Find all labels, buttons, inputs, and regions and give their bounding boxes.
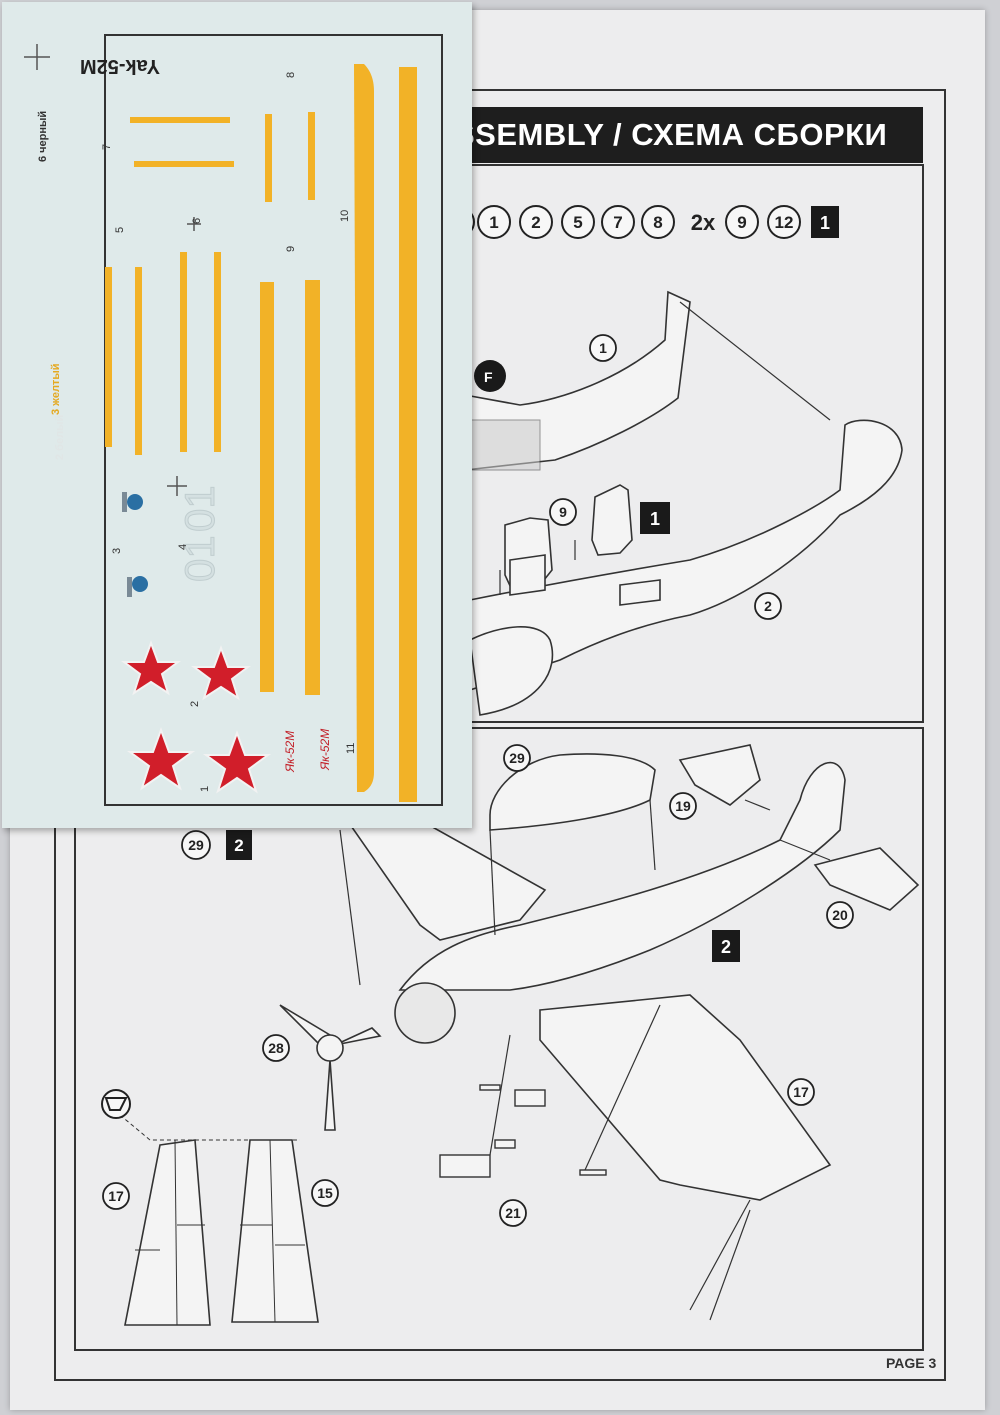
part-label: 12	[775, 213, 794, 232]
decal-number: 6	[191, 218, 203, 224]
paint-icon	[474, 360, 506, 392]
step2-inline-number: 2	[721, 937, 731, 957]
red-star-decals	[121, 640, 272, 794]
part-label: 1	[489, 213, 498, 232]
decal-sheet: 01 01 Як-52М Як-52М 1 2 3 4 5	[2, 2, 472, 828]
step1-inline-number: 1	[650, 509, 660, 529]
callout-label: 9	[559, 504, 567, 520]
part-label: 5	[573, 213, 582, 232]
logo-decals	[122, 492, 148, 597]
assembly-title-banner: SSEMBLY / СХЕМА СБОРКИ	[440, 107, 923, 163]
step2-inline-box	[712, 930, 740, 962]
decal-number: 11	[345, 743, 357, 754]
legend-black: 6 черный	[37, 111, 49, 162]
decal-number: 3	[111, 548, 123, 554]
step1-number: 1	[820, 213, 830, 233]
callout-label: 17	[793, 1084, 809, 1100]
seats-drawing	[504, 484, 661, 606]
callout-label: 29	[188, 837, 204, 853]
yellow-stripes	[105, 64, 417, 802]
type-marking-decal: Як-52М	[283, 731, 297, 773]
callout-label: 29	[509, 750, 525, 766]
decal-number: 5	[114, 227, 126, 233]
page-number: PAGE 3	[886, 1355, 937, 1371]
callout-label: 17	[108, 1188, 124, 1204]
legend-yellow: 3 желтый	[50, 364, 62, 415]
decal-number: 2	[189, 701, 201, 707]
type-marking-decal: Як-52М	[318, 729, 332, 771]
part-circle-1	[477, 205, 511, 239]
decal-number: 8	[285, 72, 297, 78]
part-label: 2	[531, 213, 540, 232]
part-circle-9	[725, 205, 759, 239]
step1-number-box	[811, 206, 839, 238]
part-circle-2	[519, 205, 553, 239]
part-circle-12	[767, 205, 801, 239]
paint-code: F	[484, 369, 493, 385]
decal-artwork: 01 01 Як-52М Як-52М 1 2 3 4 5	[24, 34, 443, 806]
callout-label: 19	[675, 798, 691, 814]
callout-label: 2	[764, 598, 772, 614]
decal-number: 9	[285, 246, 297, 252]
legend-white: 2 белый	[54, 415, 66, 460]
part-label: 7	[613, 213, 622, 232]
decal-sheet-title: Yak-52M	[80, 55, 160, 77]
step2-frame	[74, 727, 924, 1351]
part-label: 8	[653, 213, 662, 232]
callout-label: 20	[832, 907, 848, 923]
callout-label: 28	[268, 1040, 284, 1056]
wing-detail-drawing	[124, 1139, 319, 1326]
step2-number: 2	[234, 836, 243, 855]
cut-tool-icon	[101, 1089, 131, 1119]
callout-label: 21	[505, 1205, 521, 1221]
callout-label: 15	[317, 1185, 333, 1201]
decal-number: 10	[339, 210, 351, 222]
callout-label: 1	[599, 340, 607, 356]
part-circle-8	[641, 205, 675, 239]
multiplier-label: 2x	[691, 210, 716, 235]
decal-number: 7	[101, 144, 113, 150]
tail-number-decal: 01	[176, 485, 223, 532]
step1-inline-box	[640, 502, 670, 534]
tail-number-decal: 01	[176, 535, 223, 582]
part-circle-7	[601, 205, 635, 239]
part-label: 9	[737, 213, 746, 232]
fuselage-drawing	[464, 290, 903, 716]
part-circle-5	[561, 205, 595, 239]
step2-number-box	[226, 830, 252, 860]
decal-number: 1	[199, 786, 211, 792]
decal-number: 4	[177, 544, 189, 550]
